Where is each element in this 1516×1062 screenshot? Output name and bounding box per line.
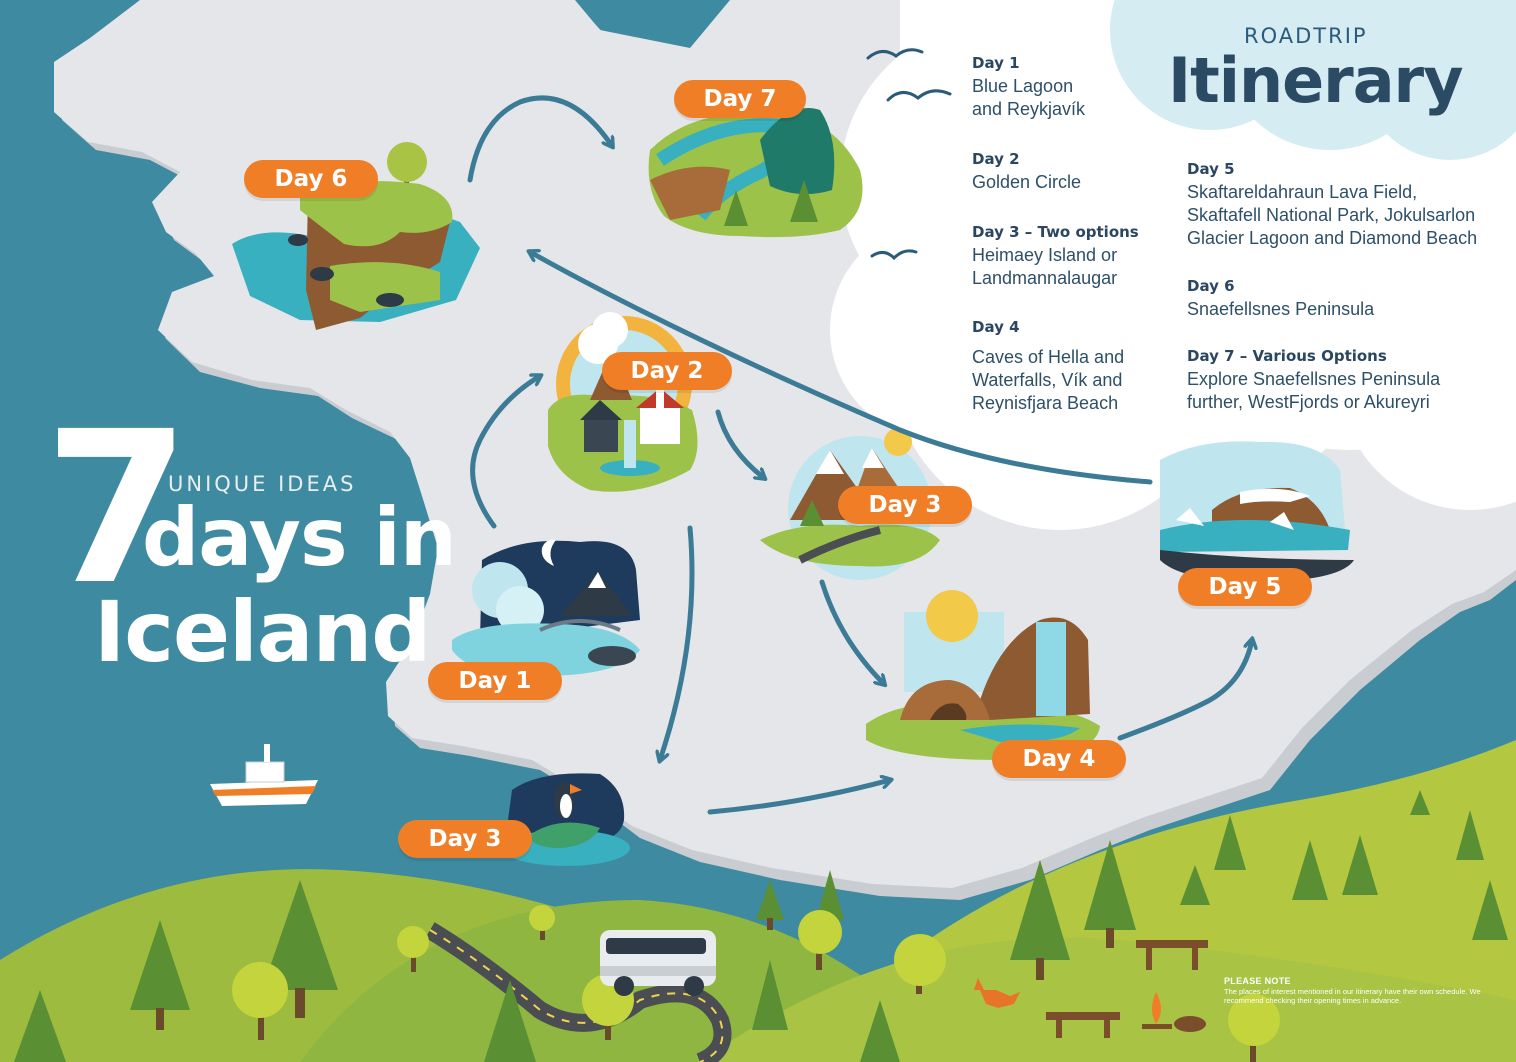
title-number: 7 — [44, 386, 190, 631]
itinerary-day-heading: Day 4 — [972, 318, 1020, 336]
itinerary-day-text: Skaftareldahraun Lava Field, Skaftafell … — [1187, 182, 1478, 248]
day7-fjords-illustration — [648, 108, 863, 238]
itinerary-day-text: Golden Circle — [972, 172, 1082, 192]
title-subtitle: UNIQUE IDEAS — [168, 472, 357, 496]
north-sea-bay — [582, 0, 728, 36]
itinerary-item-day5: Day 5 Skaftareldahraun Lava Field, Skaft… — [1187, 160, 1477, 250]
day5-glacier-lagoon-illustration — [1160, 441, 1354, 582]
itinerary-day-text: Explore Snaefellsnes Peninsula further, … — [1187, 369, 1441, 412]
itinerary-day-heading: Day 3 – Two options — [972, 223, 1139, 241]
map-label-day6: Day 6 — [244, 160, 378, 198]
itinerary-day-heading: Day 5 — [1187, 160, 1235, 178]
map-label-day3-island: Day 3 — [398, 820, 532, 858]
itinerary-day-text: Caves of Hella and Waterfalls, Vík and R… — [972, 347, 1125, 413]
itinerary-day-heading: Day 1 — [972, 54, 1020, 72]
header-kicker: ROADTRIP — [1244, 24, 1368, 48]
campervan-illustration — [600, 930, 716, 996]
round-trees — [232, 142, 1280, 1062]
title-line2: Iceland — [94, 583, 431, 681]
map-label-day3-highlands: Day 3 — [838, 486, 972, 524]
itinerary-item-day6: Day 6 Snaefellsnes Peninsula — [1187, 277, 1374, 321]
map-label-day7: Day 7 — [674, 80, 806, 118]
itinerary-day-heading: Day 7 – Various Options — [1187, 347, 1387, 365]
campsite-illustration — [974, 940, 1208, 1038]
itinerary-day-text: Blue Lagoon and Reykjavík — [972, 76, 1086, 119]
map-label-day2: Day 2 — [602, 352, 732, 390]
note-title: PLEASE NOTE — [1224, 976, 1291, 986]
itinerary-item-day7: Day 7 – Various Options Explore Snaefell… — [1187, 347, 1440, 414]
itinerary-item-day3: Day 3 – Two options Heimaey Island or La… — [972, 223, 1139, 290]
boat-illustration — [210, 744, 318, 806]
title-line1: days in — [142, 491, 457, 584]
map-label-day4: Day 4 — [992, 740, 1126, 778]
itinerary-item-day1: Day 1 Blue Lagoon and Reykjavík — [972, 54, 1085, 121]
itinerary-day-text: Snaefellsnes Peninsula — [1187, 299, 1375, 319]
itinerary-day-heading: Day 6 — [1187, 277, 1235, 295]
note-text: The places of interest mentioned in our … — [1224, 987, 1481, 1005]
itinerary-item-day4: Day 4 Caves of Hella and Waterfalls, Vík… — [972, 318, 1124, 415]
day3-puffin-island-illustration — [502, 773, 630, 866]
birds-illustration — [866, 48, 952, 261]
route-arrows — [467, 95, 1252, 815]
header-cloud — [1110, 0, 1516, 160]
map-label-day1: Day 1 — [428, 662, 562, 700]
day1-blue-lagoon-illustration — [452, 539, 640, 676]
itinerary-day-heading: Day 2 — [972, 150, 1020, 168]
itinerary-item-day2: Day 2 Golden Circle — [972, 150, 1081, 194]
header-title: Itinerary — [1168, 44, 1464, 117]
please-note: PLEASE NOTE The places of interest menti… — [1224, 976, 1494, 1005]
itinerary-day-text: Heimaey Island or Landmannalaugar — [972, 245, 1118, 288]
pine-trees — [14, 790, 1508, 1062]
map-label-day5: Day 5 — [1178, 568, 1312, 606]
day4-waterfall-illustration — [866, 590, 1100, 760]
